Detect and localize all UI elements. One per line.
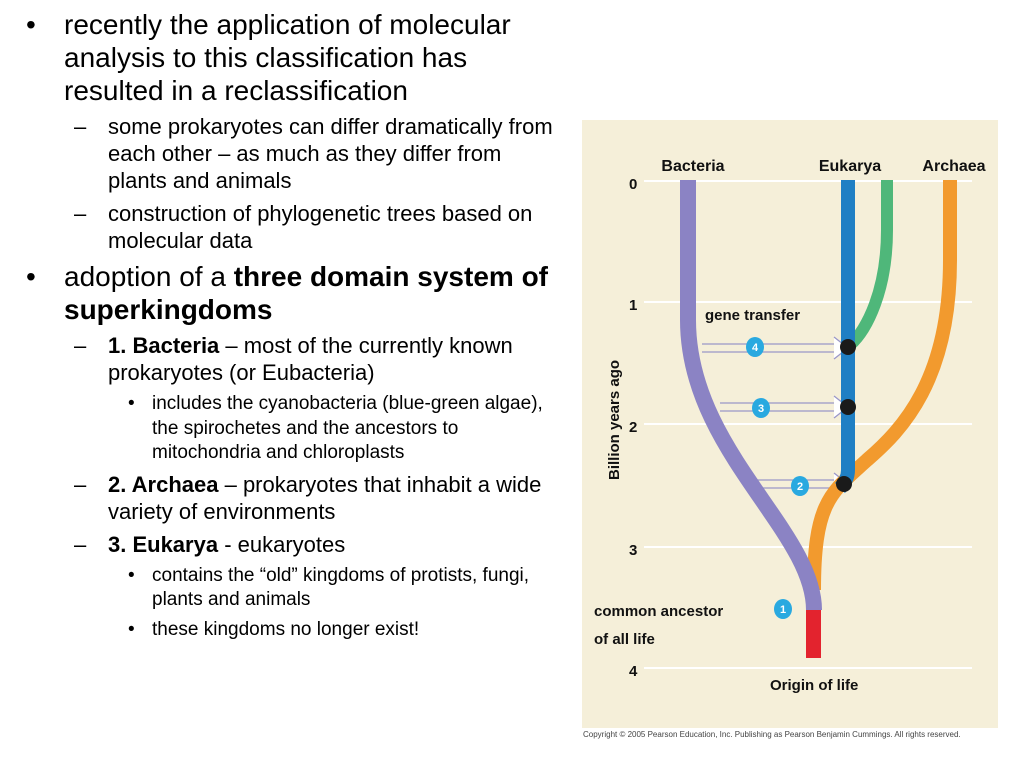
badge-1-number: 1 [780, 604, 786, 616]
badge-3 [752, 398, 770, 418]
bullet-marker: • [128, 618, 135, 640]
common-ancestor-label-line1: common ancestor [594, 603, 723, 620]
transfer-arrow-4 [702, 343, 838, 353]
bullet-text-prefix: adoption of a [64, 261, 234, 292]
bullet-text: – most of the currently known prokaryote… [108, 333, 513, 385]
bullet-text: contains the “old” kingdoms of protists,… [152, 564, 530, 611]
badge-4 [746, 337, 764, 357]
eukarya-lineage [834, 180, 855, 493]
bullet-list: • recently the application of molecular … [26, 8, 566, 642]
tick-label-2: 2 [629, 419, 637, 436]
bullet-reclassification: • recently the application of molecular … [26, 8, 566, 107]
time-gridlines [644, 180, 972, 669]
gene-transfer-label: gene transfer [705, 307, 800, 324]
tick-label-0: 0 [629, 176, 637, 193]
phylogenetic-tree-figure: 0 1 2 3 4 Billion years ago Bacteria Euk… [582, 120, 998, 728]
dash-marker: – [74, 531, 87, 557]
eukarya-chloroplast-branch [845, 180, 893, 350]
sub-bullet-phylogenetic-trees: – construction of phylogenetic trees bas… [26, 200, 566, 254]
badge-2 [791, 476, 809, 496]
badge-4-number: 4 [752, 342, 759, 354]
origin-of-life-label: Origin of life [770, 677, 858, 694]
bullet-text: - eukaryotes [218, 531, 346, 557]
node-2 [836, 476, 852, 492]
dash-marker: – [74, 471, 87, 497]
sub-bullet-prokaryotes-differ: – some prokaryotes can differ dramatical… [26, 113, 566, 194]
tick-label-4: 4 [629, 663, 638, 680]
sub-bullet-eukarya: – 3. Eukarya - eukaryotes [26, 531, 566, 558]
domain-name-bold: 1. Bacteria [108, 333, 220, 358]
bullet-text-bold: three domain system of superkingdoms [64, 261, 549, 325]
bullet-text: construction of phylogenetic trees based… [108, 201, 533, 253]
slide-bullets: • recently the application of molecular … [26, 8, 566, 647]
bullet-marker: • [26, 9, 36, 40]
badge-1 [774, 599, 792, 619]
dash-marker: – [74, 201, 87, 226]
badge-3-number: 3 [758, 403, 764, 415]
sub-bullet-archaea: – 2. Archaea – prokaryotes that inhabit … [26, 471, 566, 525]
axis-label: Billion years ago [606, 360, 623, 480]
tick-label-1: 1 [629, 297, 637, 314]
bullet-text: these kingdoms no longer exist! [152, 618, 420, 640]
bullet-marker: • [26, 261, 36, 292]
bacteria-lineage [680, 180, 822, 611]
origin-of-life-segment [806, 610, 821, 658]
tick-label-3: 3 [629, 542, 637, 559]
bullet-text: recently the application of molecular an… [64, 9, 511, 106]
bullet-marker: • [128, 393, 135, 414]
bullet-text: includes the cyanobacteria (blue-green a… [152, 393, 543, 463]
sub-bullet-bacteria: – 1. Bacteria – most of the currently kn… [26, 332, 566, 386]
domain-label-eukarya: Eukarya [819, 158, 881, 175]
domain-label-bacteria: Bacteria [661, 158, 724, 175]
bullet-three-domain: • adoption of a three domain system of s… [26, 260, 566, 326]
sub-sub-bullet-no-longer-exist: • these kingdoms no longer exist! [26, 618, 566, 643]
sub-sub-bullet-old-kingdoms: • contains the “old” kingdoms of protist… [26, 564, 566, 613]
domain-label-archaea: Archaea [922, 158, 985, 175]
badge-2-number: 2 [797, 481, 803, 493]
bullet-marker: • [128, 564, 135, 586]
dash-marker: – [74, 333, 87, 358]
domain-name-bold: 2. Archaea [108, 471, 219, 497]
dash-marker: – [74, 114, 87, 139]
common-ancestor-label-line2: of all life [594, 631, 655, 648]
node-4 [840, 339, 856, 355]
sub-sub-bullet-cyanobacteria: • includes the cyanobacteria (blue-green… [26, 392, 566, 466]
bullet-text: – prokaryotes that inhabit a wide variet… [108, 471, 542, 524]
archaea-lineage [807, 180, 957, 591]
bullet-text: some prokaryotes can differ dramatically… [108, 114, 553, 193]
node-3 [840, 399, 856, 415]
transfer-arrow-3 [720, 402, 838, 412]
domain-name-bold: 3. Eukarya [108, 531, 219, 557]
copyright-notice: Copyright © 2005 Pearson Education, Inc.… [583, 730, 961, 739]
